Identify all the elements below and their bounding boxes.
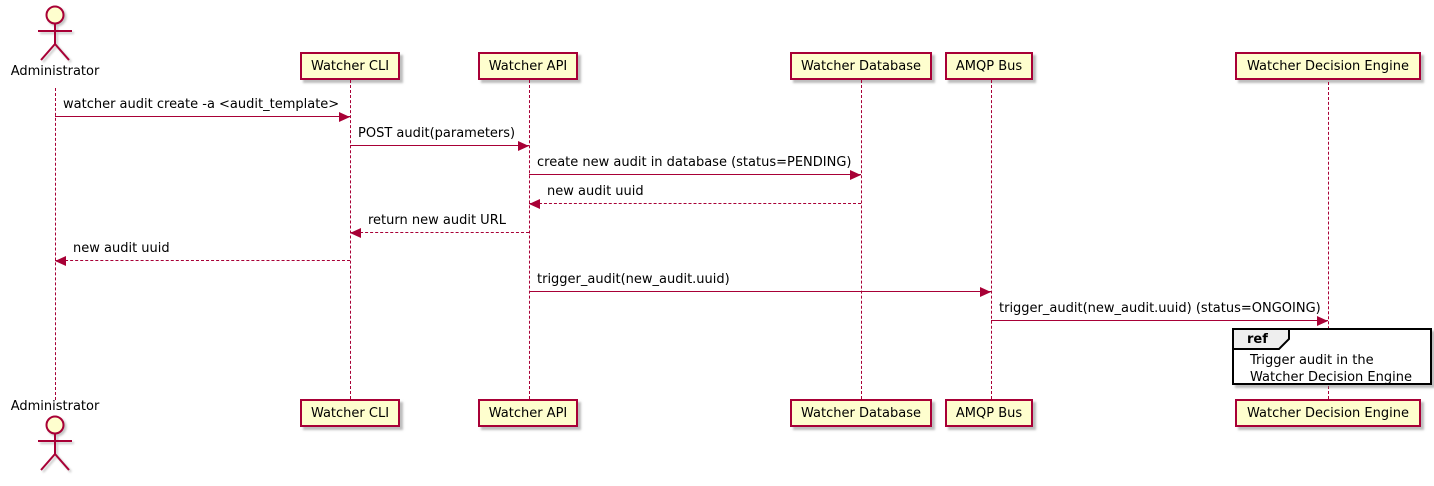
arrowhead-icon — [350, 227, 361, 238]
actor-administrator-top — [30, 5, 80, 67]
message-label: POST audit(parameters) — [358, 126, 516, 141]
participant-label: AMQP Bus — [955, 405, 1023, 421]
arrowhead-icon — [850, 169, 861, 180]
participant-label: Watcher Database — [801, 58, 921, 74]
participant-label: Watcher CLI — [310, 58, 390, 74]
arrow-line — [55, 260, 350, 261]
participant-amqp-bus-top: AMQP Bus — [945, 52, 1033, 80]
message-trigger-audit: trigger_audit(new_audit.uuid) — [529, 272, 991, 297]
participant-amqp-bus-bottom: AMQP Bus — [945, 399, 1033, 427]
arrowhead-icon — [518, 140, 529, 151]
actor-label-administrator-top: Administrator — [10, 64, 100, 79]
message-label: create new audit in database (status=PEN… — [537, 155, 852, 170]
arrow-line — [529, 291, 991, 292]
arrowhead-icon — [339, 111, 350, 122]
ref-fragment: ref Trigger audit in the Watcher Decisio… — [1232, 328, 1432, 385]
ref-text: Trigger audit in the Watcher Decision En… — [1250, 352, 1412, 386]
message-label: trigger_audit(new_audit.uuid) (status=ON… — [999, 301, 1321, 316]
participant-label: Watcher CLI — [310, 405, 390, 421]
lifeline-watcher-api — [529, 80, 530, 399]
lifeline-administrator — [55, 88, 56, 400]
message-create-audit-db: create new audit in database (status=PEN… — [529, 155, 861, 180]
ref-text-line: Watcher Decision Engine — [1250, 370, 1412, 385]
participant-label: Watcher Database — [801, 405, 921, 421]
arrow-line — [350, 232, 529, 233]
participant-watcher-api-bottom: Watcher API — [478, 399, 578, 427]
participant-watcher-cli-bottom: Watcher CLI — [300, 399, 400, 427]
arrow-line — [529, 203, 861, 204]
lifeline-watcher-database — [861, 80, 862, 399]
participant-watcher-api-top: Watcher API — [478, 52, 578, 80]
lifeline-amqp-bus — [991, 80, 992, 399]
participant-label: Watcher API — [488, 58, 568, 74]
arrowhead-icon — [1317, 315, 1328, 326]
lifeline-watcher-cli — [350, 80, 351, 399]
arrow-line — [529, 174, 861, 175]
message-new-audit-uuid-return-db: new audit uuid — [529, 184, 861, 209]
participant-watcher-decision-engine-bottom: Watcher Decision Engine — [1235, 399, 1421, 427]
message-label: new audit uuid — [73, 241, 170, 256]
message-trigger-audit-ongoing: trigger_audit(new_audit.uuid) (status=ON… — [991, 301, 1328, 326]
participant-label: Watcher Decision Engine — [1247, 58, 1409, 74]
ref-header-pentagon-icon — [1232, 328, 1302, 354]
message-label: trigger_audit(new_audit.uuid) — [537, 272, 730, 287]
participant-label: Watcher API — [488, 405, 568, 421]
message-new-audit-uuid-return-cli: new audit uuid — [55, 241, 350, 266]
message-audit-create: watcher audit create -a <audit_template> — [55, 97, 350, 122]
ref-keyword: ref — [1247, 332, 1268, 347]
participant-label: Watcher Decision Engine — [1247, 405, 1409, 421]
arrowhead-icon — [529, 198, 540, 209]
person-icon — [30, 5, 80, 67]
arrow-line — [55, 116, 350, 117]
participant-watcher-database-bottom: Watcher Database — [790, 399, 932, 427]
message-label: new audit uuid — [547, 184, 644, 199]
lifeline-watcher-decision-engine — [1328, 82, 1329, 399]
actor-administrator-bottom — [30, 415, 80, 477]
arrow-line — [991, 320, 1328, 321]
participant-watcher-cli-top: Watcher CLI — [300, 52, 400, 80]
arrowhead-icon — [980, 286, 991, 297]
participant-watcher-database-top: Watcher Database — [790, 52, 932, 80]
ref-text-line: Trigger audit in the — [1250, 353, 1374, 368]
arrow-line — [350, 145, 529, 146]
arrowhead-icon — [55, 255, 66, 266]
message-return-new-audit-url: return new audit URL — [350, 213, 529, 238]
person-icon — [30, 415, 80, 477]
actor-label-administrator-bottom: Administrator — [10, 399, 100, 414]
message-label: watcher audit create -a <audit_template> — [63, 97, 340, 112]
message-label: return new audit URL — [368, 213, 506, 228]
participant-watcher-decision-engine-top: Watcher Decision Engine — [1235, 52, 1421, 80]
message-post-audit: POST audit(parameters) — [350, 126, 529, 151]
participant-label: AMQP Bus — [955, 58, 1023, 74]
